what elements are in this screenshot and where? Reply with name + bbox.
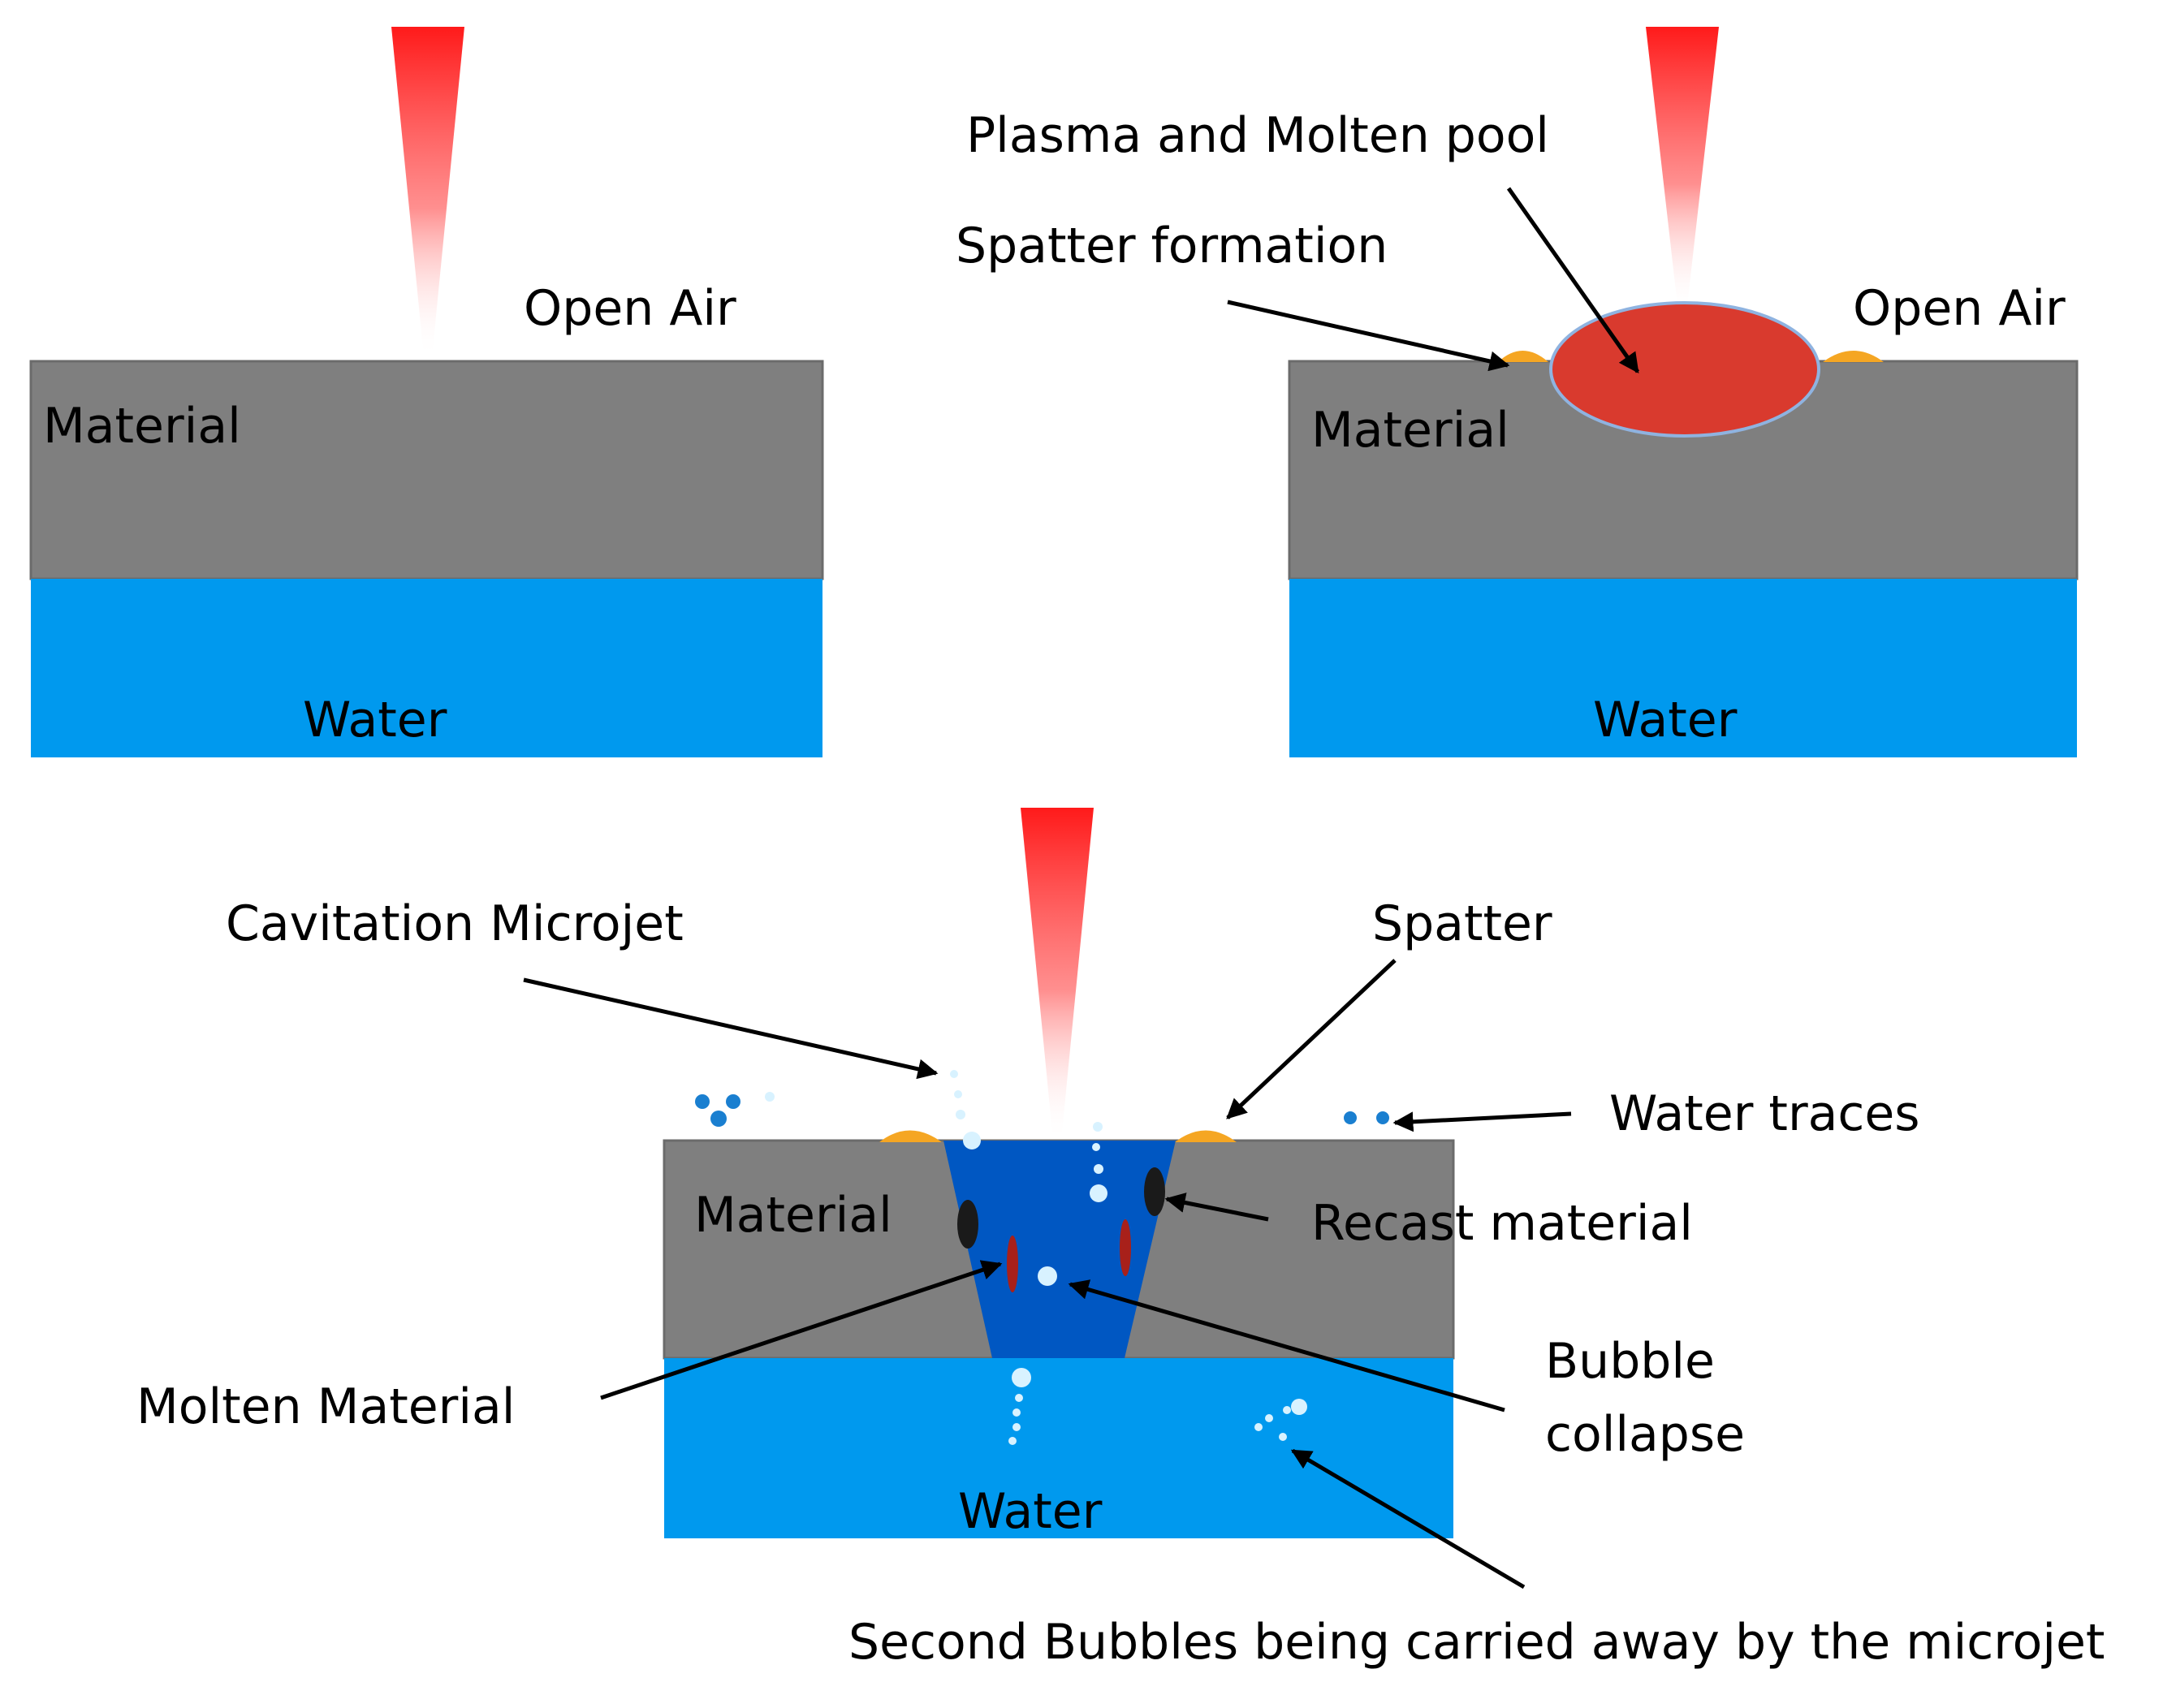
arrow-molten <box>600 1260 1003 1400</box>
water-drop <box>1344 1111 1357 1124</box>
recast-label: Recast material <box>1311 1195 1693 1252</box>
bubble <box>765 1092 775 1102</box>
water-drop <box>1376 1111 1389 1124</box>
bubble <box>956 1110 965 1119</box>
laser-beam-b <box>1646 27 1719 313</box>
arrow-bubble-collapse <box>1068 1279 1505 1413</box>
arrow-plasma <box>1506 187 1640 374</box>
bubble <box>1012 1368 1031 1387</box>
bubble <box>1291 1399 1307 1415</box>
bubbles <box>765 1070 1307 1445</box>
spatter-formation-label: Spatter formation <box>956 218 1388 274</box>
panel-a: Open Air Material Water <box>29 27 824 757</box>
molten-streak-right <box>1120 1219 1131 1276</box>
bubble <box>1283 1406 1291 1414</box>
bubble <box>954 1090 962 1098</box>
water-layer-b <box>1289 579 2077 757</box>
bubble-collapse-label-line2: collapse <box>1545 1406 1745 1463</box>
water-label-c: Water <box>958 1483 1103 1540</box>
bubble <box>1012 1408 1021 1417</box>
material-label-c: Material <box>694 1187 892 1244</box>
recast-right <box>1144 1167 1165 1216</box>
laser-beam-a <box>391 27 464 357</box>
bubble <box>1093 1122 1103 1132</box>
spatter-right-c <box>1175 1130 1237 1142</box>
material-label-b: Material <box>1311 402 1509 459</box>
cavitation-label: Cavitation Microjet <box>226 895 684 952</box>
arrow-water-traces <box>1392 1111 1572 1132</box>
molten-material-label: Molten Material <box>136 1378 515 1435</box>
open-air-label-a: Open Air <box>524 280 736 337</box>
bubble <box>1012 1423 1021 1431</box>
laser-beam-c <box>1021 808 1094 1141</box>
water-layer-c <box>664 1358 1453 1538</box>
arrow-cavitation <box>523 977 939 1080</box>
water-drop <box>710 1111 727 1127</box>
cut-channel <box>943 1141 1176 1358</box>
arrow-spatter <box>1226 959 1397 1119</box>
arrow-second-bubbles <box>1290 1448 1526 1589</box>
water-traces <box>695 1094 1389 1127</box>
arrow-recast <box>1164 1193 1269 1222</box>
water-drop <box>726 1094 740 1109</box>
bubble <box>1015 1394 1023 1402</box>
second-bubbles-label: Second Bubbles being carried away by the… <box>848 1614 2105 1671</box>
bubble <box>1090 1184 1107 1202</box>
plasma-label: Plasma and Molten pool <box>966 107 1549 164</box>
water-traces-label: Water traces <box>1609 1085 1920 1142</box>
recast-left <box>957 1200 978 1249</box>
bubble <box>1265 1414 1273 1422</box>
water-layer-a <box>31 579 822 757</box>
spatter-label: Spatter <box>1372 895 1552 952</box>
molten-streak-left <box>1007 1236 1018 1292</box>
spatter-right-b <box>1823 351 1884 362</box>
bubble <box>1094 1164 1103 1174</box>
bubble <box>1279 1433 1287 1441</box>
open-air-label-b: Open Air <box>1853 280 2066 337</box>
bubble <box>950 1070 958 1078</box>
material-layer-a <box>29 360 824 580</box>
bubble-collapse-label-line1: Bubble <box>1545 1333 1715 1390</box>
material-label-a: Material <box>43 398 241 455</box>
bubble <box>1008 1437 1017 1445</box>
bubble <box>963 1132 981 1149</box>
panel-c: Cavitation Microjet Spatter Water traces… <box>136 808 2105 1671</box>
bubble <box>1038 1266 1057 1286</box>
water-label-b: Water <box>1593 692 1738 748</box>
panel-b: Plasma and Molten pool Spatter formation… <box>956 27 2079 757</box>
molten-pool <box>1549 301 1820 438</box>
water-drop <box>695 1094 710 1109</box>
spatter-left-c <box>879 1130 942 1142</box>
water-label-a: Water <box>303 692 447 748</box>
arrow-spatter-formation <box>1227 300 1510 372</box>
bubble <box>1092 1143 1100 1151</box>
bubble <box>1254 1423 1263 1431</box>
spatter-left-b <box>1498 351 1548 362</box>
